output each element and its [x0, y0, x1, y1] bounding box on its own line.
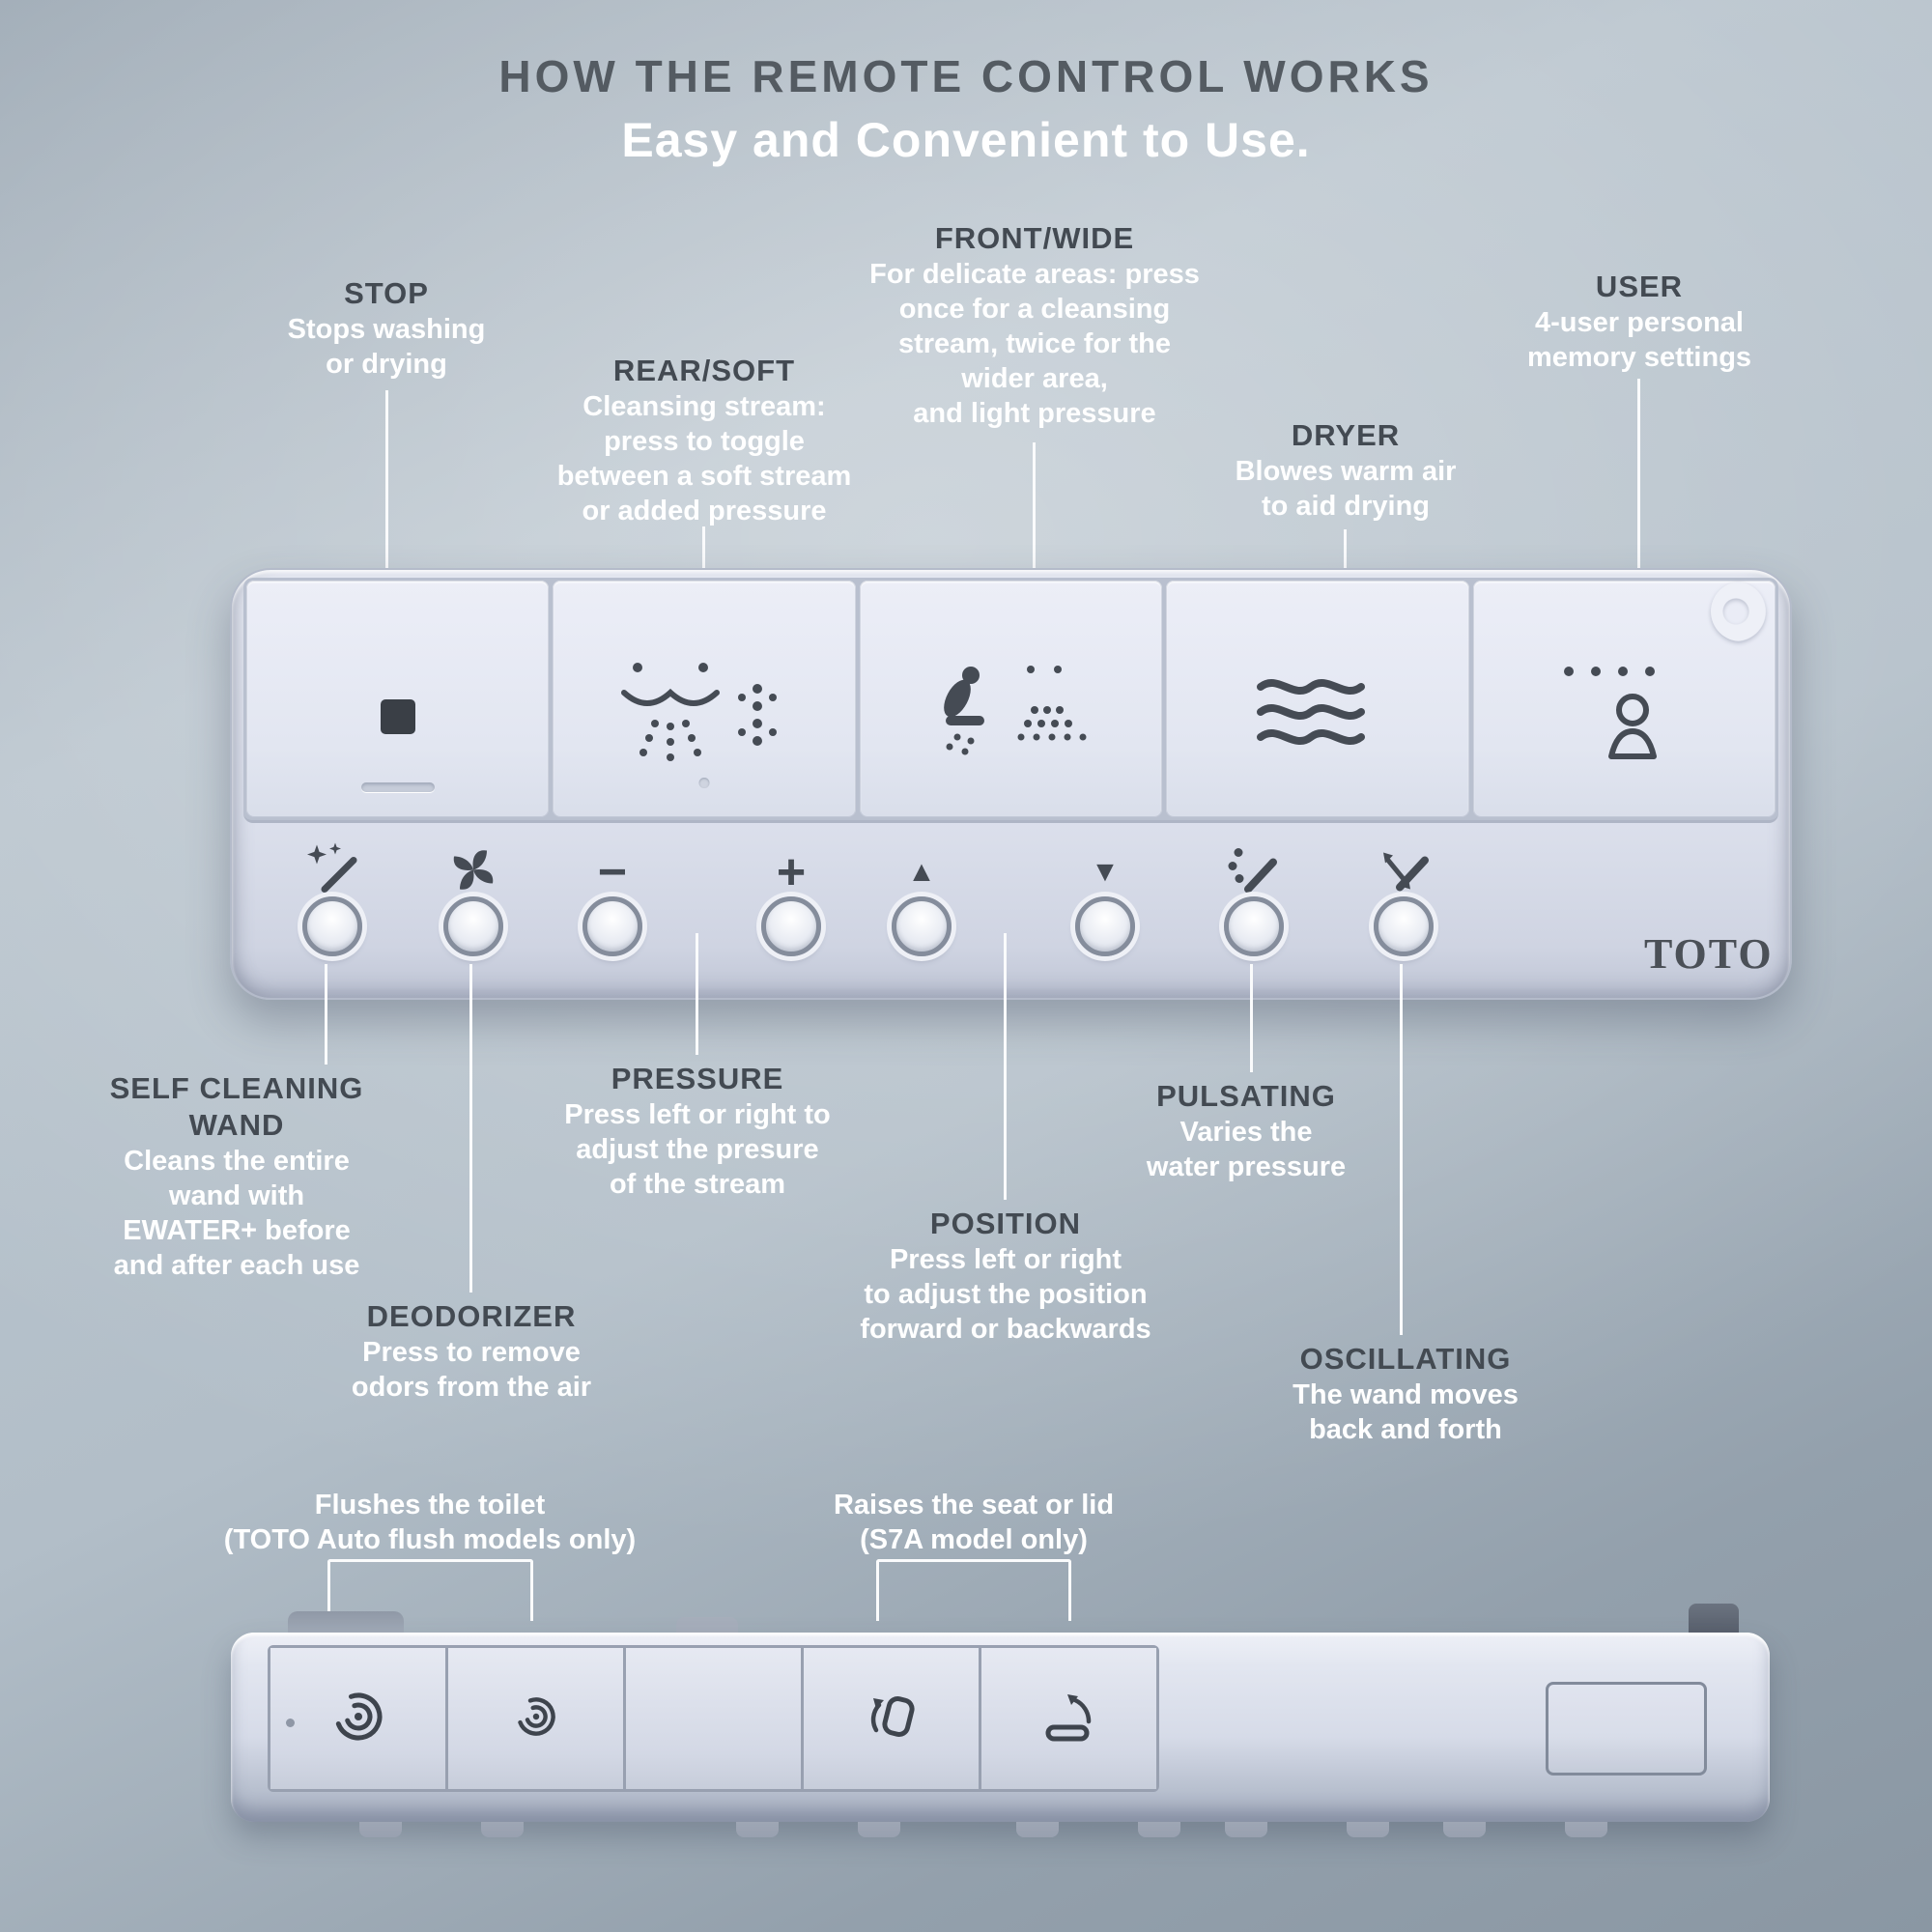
callout-oscillating-title: OSCILLATING	[1299, 1342, 1512, 1376]
stop-button[interactable]	[246, 581, 550, 817]
callout-rear-soft-title: REAR/SOFT	[612, 354, 796, 387]
callout-front-wide-desc: For delicate areas: press once for a cle…	[869, 259, 1200, 429]
pulsating-spray-icon	[1227, 843, 1281, 902]
title-line1: HOW THE REMOTE CONTROL WORKS	[498, 51, 1434, 101]
callout-line-pressure	[696, 933, 698, 1055]
dryer-waves-icon	[1245, 666, 1390, 767]
oscillating-button[interactable]	[1374, 896, 1434, 956]
title-line2: Easy and Convenient to Use.	[621, 113, 1311, 167]
hanger-notch	[1711, 582, 1771, 641]
callout-rear-soft-desc: Cleansing stream: press to toggle betwee…	[556, 391, 852, 526]
callout-line-position	[1004, 933, 1007, 1200]
callout-stop-title: STOP	[344, 276, 429, 310]
callout-pulsating-title: PULSATING	[1156, 1079, 1336, 1113]
callout-oscillating-desc: The wand moves back and forth	[1293, 1379, 1519, 1445]
callout-pulsating-desc: Varies the water pressure	[1146, 1117, 1347, 1182]
callout-oscillating: OSCILLATING The wand moves back and fort…	[1293, 1341, 1519, 1447]
rear-soft-button[interactable]	[553, 581, 856, 817]
toto-logo: TOTO	[1644, 930, 1774, 978]
bracket-flush	[327, 1559, 533, 1621]
callout-pressure: PRESSURE Press left or right to adjust t…	[564, 1061, 831, 1202]
callout-self-cleaning-desc: Cleans the entire wand with EWATER+ befo…	[113, 1146, 360, 1281]
front-wide-button[interactable]	[859, 581, 1163, 817]
callout-position-desc: Press left or right to adjust the positi…	[860, 1244, 1151, 1345]
callout-deodorizer-desc: Press to remove odors from the air	[351, 1337, 592, 1403]
flush-swirl-small-icon	[509, 1690, 563, 1748]
self-cleaning-wand-button[interactable]	[302, 896, 362, 956]
lid-raise-icon	[863, 1688, 921, 1750]
callout-flush-desc: Flushes the toilet (TOTO Auto flush mode…	[223, 1490, 637, 1555]
position-backward-button[interactable]	[1075, 896, 1135, 956]
position-forward-button[interactable]	[892, 896, 952, 956]
remote-control-side-view	[231, 1633, 1770, 1822]
flush-light-button[interactable]	[448, 1648, 623, 1789]
callout-line-stop	[385, 390, 388, 618]
rear-soft-spray-icon	[612, 656, 796, 777]
pulsating-button[interactable]	[1224, 896, 1284, 956]
stop-indicator-slot	[360, 782, 435, 792]
callout-pressure-title: PRESSURE	[611, 1062, 784, 1095]
deodorizer-button[interactable]	[443, 896, 503, 956]
front-wide-spray-icon	[915, 656, 1108, 777]
callout-self-cleaning-title: SELF CLEANING WAND	[109, 1071, 364, 1142]
pressure-plus-button[interactable]	[761, 896, 821, 956]
callout-flush: Flushes the toilet (TOTO Auto flush mode…	[224, 1488, 636, 1557]
seat-raise-button[interactable]	[981, 1648, 1156, 1789]
callout-line-self-cleaning	[325, 964, 327, 1065]
page-title: HOW THE REMOTE CONTROL WORKS Easy and Co…	[0, 50, 1932, 168]
callout-self-cleaning-wand: SELF CLEANING WAND Cleans the entire wan…	[110, 1070, 364, 1283]
callout-line-deodorizer	[469, 964, 472, 1293]
callout-user-desc: 4-user personal memory settings	[1526, 307, 1752, 373]
callout-line-pulsating	[1250, 964, 1253, 1072]
callout-deodorizer-title: DEODORIZER	[366, 1299, 577, 1333]
lid-raise-button[interactable]	[804, 1648, 979, 1789]
callout-user: USER 4-user personal memory settings	[1527, 269, 1751, 375]
triangle-up-icon: ▲	[907, 856, 936, 888]
callout-line-user	[1637, 379, 1640, 618]
callout-line-rear-soft	[702, 526, 705, 571]
callout-dryer-title: DRYER	[1291, 418, 1401, 452]
callout-deodorizer: DEODORIZER Press to remove odors from th…	[352, 1298, 591, 1405]
dryer-button[interactable]	[1166, 581, 1469, 817]
callout-stop: STOP Stops washing or drying	[288, 275, 486, 382]
callout-dryer-desc: Blowes warm air to aid drying	[1235, 456, 1457, 522]
callout-user-title: USER	[1595, 270, 1684, 303]
callout-dryer: DRYER Blowes warm air to aid drying	[1236, 417, 1457, 524]
callout-position: POSITION Press left or right to adjust t…	[860, 1206, 1151, 1347]
flush-full-button[interactable]	[270, 1648, 445, 1789]
triangle-down-icon: ▼	[1091, 856, 1120, 888]
callout-line-front-wide	[1033, 442, 1036, 611]
pressure-minus-button[interactable]	[582, 896, 642, 956]
bracket-seat-lid	[876, 1559, 1071, 1621]
minus-icon: −	[597, 844, 628, 900]
oscillating-arrow-icon	[1375, 843, 1433, 902]
callout-front-wide: FRONT/WIDE For delicate areas: press onc…	[869, 220, 1200, 431]
flush-swirl-icon	[325, 1683, 392, 1755]
callout-seat-lid-desc: Raises the seat or lid (S7A model only)	[833, 1490, 1115, 1555]
callout-stop-desc: Stops washing or drying	[287, 314, 486, 380]
callout-front-wide-title: FRONT/WIDE	[934, 221, 1135, 255]
remote-control-top-view: − + ▲ ▼ TOTO	[230, 568, 1792, 1000]
callout-pressure-desc: Press left or right to adjust the presur…	[564, 1099, 831, 1200]
callout-rear-soft: REAR/SOFT Cleansing stream: press to tog…	[557, 353, 852, 528]
rear-soft-led	[698, 778, 710, 788]
side-button-row	[268, 1645, 1159, 1792]
user-person-icon	[1551, 660, 1696, 773]
callout-position-title: POSITION	[929, 1207, 1082, 1240]
wand-sparkle-icon	[303, 841, 361, 904]
side-blank-segment	[626, 1648, 801, 1789]
side-rect-button[interactable]	[1546, 1682, 1707, 1776]
plus-icon: +	[776, 844, 807, 900]
callout-line-oscillating	[1400, 964, 1403, 1335]
seat-raise-icon	[1038, 1689, 1100, 1749]
callout-pulsating: PULSATING Varies the water pressure	[1147, 1078, 1346, 1184]
big-button-row	[243, 578, 1778, 823]
stop-square-icon	[380, 698, 415, 734]
callout-seat-lid: Raises the seat or lid (S7A model only)	[834, 1488, 1114, 1557]
flush-led	[286, 1719, 295, 1727]
fan-icon	[446, 843, 500, 902]
